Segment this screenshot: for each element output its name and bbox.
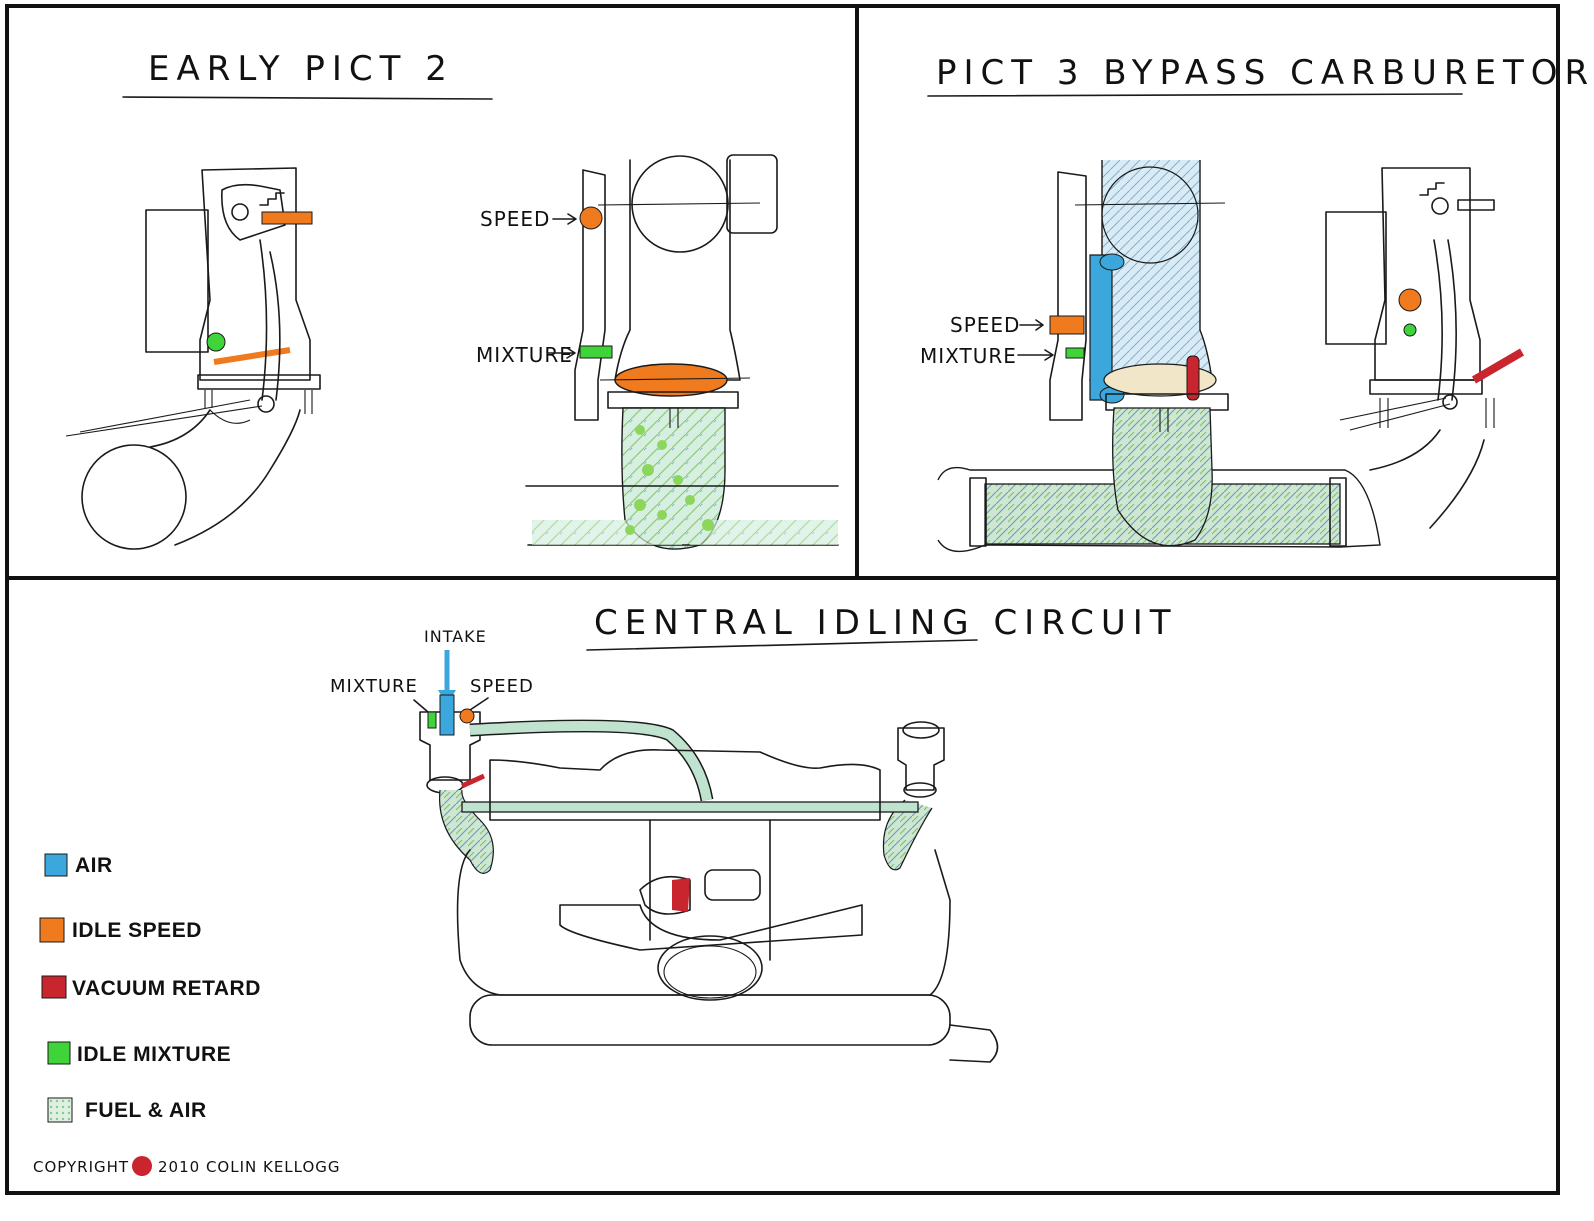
legend-item-air: AIR [44,853,113,877]
panel-central-title: CENTRAL IDLING CIRCUIT [594,603,1178,643]
bypass-mixture-arrow [1017,349,1054,361]
legend-item-idle-mixture: IDLE MIXTURE [47,1041,231,1066]
legend-label-fuel-air: FUEL & AIR [85,1099,207,1122]
early-carb-side-view [65,167,321,550]
early-speed-arrow [552,213,577,225]
legend: AIR IDLE SPEED VACUUM RETARD IDLE MIXTUR… [39,853,261,1123]
early-mixture-label: MIXTURE [476,343,573,367]
legend-swatch-vacuum-retard [41,975,67,999]
panel-frames [5,4,1560,1195]
legend-label-idle-mixture: IDLE MIXTURE [77,1043,231,1066]
legend-swatch-idle-speed [39,917,65,943]
early-speed-label: SPEED [480,207,550,231]
bypass-speed-label: SPEED [950,313,1020,337]
copyright-prefix: COPYRIGHT [33,1158,129,1176]
legend-swatch-air [44,853,68,877]
early-carb-front-view [525,154,839,550]
legend-item-idle-speed: IDLE SPEED [39,917,202,943]
legend-label-air: AIR [75,854,113,877]
legend-swatch-idle-mixture [47,1041,71,1065]
early-mixture-arrow [547,347,576,359]
bypass-speed-arrow [1019,319,1044,331]
copyright-mark [132,1156,152,1176]
title-underline [927,93,1463,97]
central-speed-label: SPEED [470,676,534,697]
panel-bypass-carburetor: PICT 3 BYPASS CARBURETOR [920,53,1594,553]
panel-early-pict2: EARLY PICT 2 [65,49,839,550]
title-underline [122,96,493,100]
bypass-mixture-label: MIXTURE [920,344,1017,368]
copyright: COPYRIGHT 2010 COLIN KELLOGG [33,1156,341,1176]
copyright-year-author: 2010 COLIN KELLOGG [158,1158,341,1176]
title-underline [586,639,978,651]
legend-item-fuel-air: FUEL & AIR [47,1097,207,1123]
legend-item-vacuum-retard: VACUUM RETARD [41,975,261,1000]
bypass-carb-side-view [1325,167,1525,529]
central-intake-label: INTAKE [424,627,487,646]
legend-label-idle-speed: IDLE SPEED [72,919,202,942]
central-mixture-label: MIXTURE [330,676,418,697]
legend-swatch-fuel-air [47,1097,73,1123]
panel-early-title: EARLY PICT 2 [148,49,454,89]
panel-central-idling-circuit: CENTRAL IDLING CIRCUIT INTAKE MIXTURE SP… [33,603,1178,1176]
engine-sketch [419,694,999,1063]
bypass-carb-front-view [937,160,1381,553]
panel-bypass-title: PICT 3 BYPASS CARBURETOR [936,53,1594,93]
legend-label-vacuum-retard: VACUUM RETARD [72,977,261,1000]
